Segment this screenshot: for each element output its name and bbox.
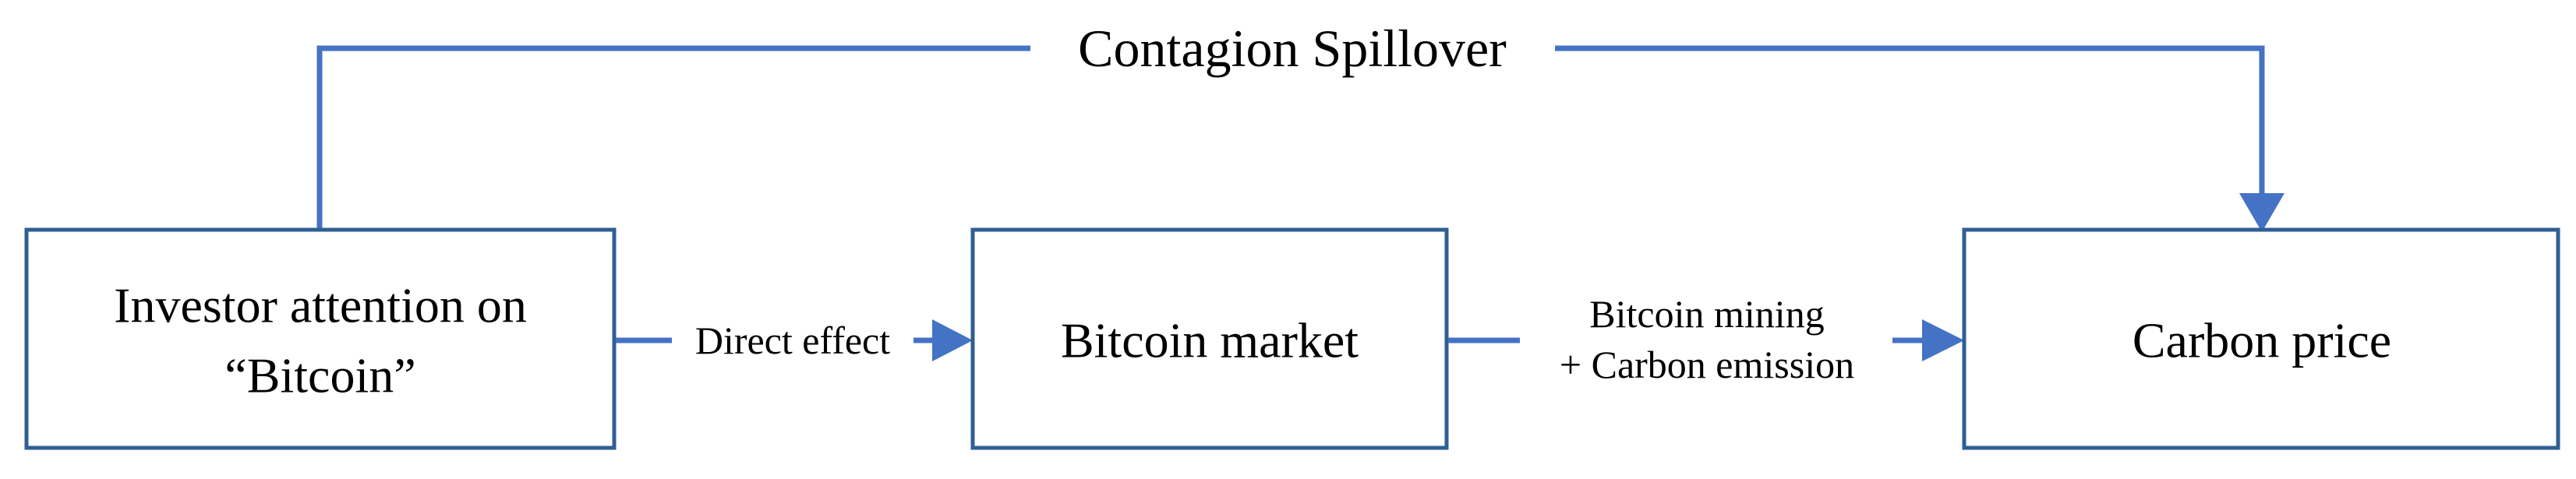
- investor-attention-box: [24, 227, 617, 450]
- bitcoin-market-box: [970, 227, 1449, 450]
- bitcoin-market-label: Bitcoin market: [1061, 313, 1359, 368]
- direct-effect-arrowhead: [932, 319, 973, 361]
- mining-emission-arrowhead: [1922, 319, 1964, 361]
- mining-emission-label-line1: Bitcoin mining: [1589, 292, 1824, 336]
- contagion-connector-line-right: [1555, 45, 2265, 196]
- contagion-connector-line: [316, 45, 1030, 230]
- investor-attention-label-line1: Investor attention on: [114, 278, 527, 333]
- contagion-arrowhead: [2239, 193, 2284, 232]
- carbon-price-box: [1962, 227, 2560, 450]
- mining-emission-label-line2: + Carbon emission: [1560, 343, 1854, 386]
- carbon-price-label: Carbon price: [2133, 313, 2391, 368]
- contagion-spillover-label: Contagion Spillover: [1078, 19, 1507, 78]
- investor-attention-label-line2: “Bitcoin”: [224, 348, 415, 403]
- direct-effect-label: Direct effect: [695, 319, 890, 362]
